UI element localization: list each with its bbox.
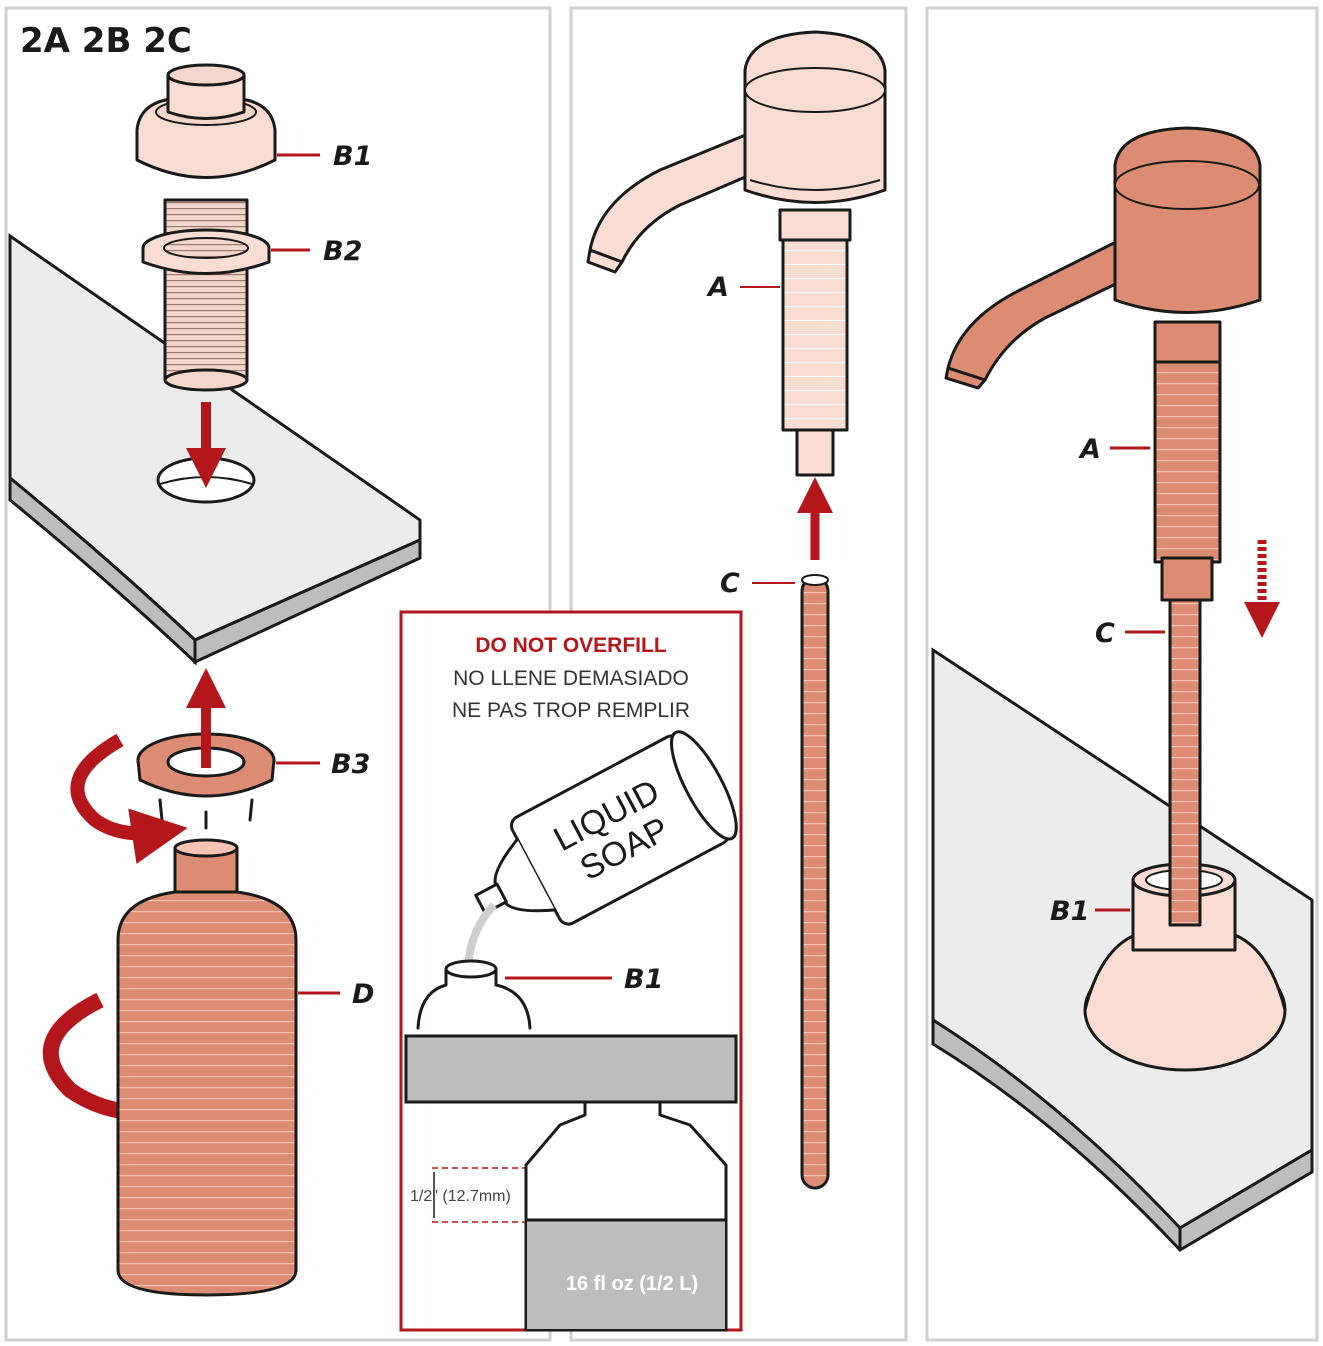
label-c-middle: C bbox=[720, 568, 740, 599]
liquid-soap-bottle: LIQUID SOAP bbox=[474, 730, 738, 926]
countertop-right bbox=[931, 647, 1314, 1252]
soap-fill-level bbox=[527, 1220, 725, 1329]
warning-spanish: NO LLENE DEMASIADO bbox=[453, 667, 689, 690]
warning-french: NE PAS TROP REMPLIR bbox=[452, 699, 690, 722]
dispenser-body-b1 bbox=[135, 63, 277, 392]
rotate-arrow-nut bbox=[70, 733, 188, 864]
label-c-right: C bbox=[1095, 618, 1115, 649]
mounting-nut-b3 bbox=[136, 732, 276, 830]
dip-tube-c-middle bbox=[800, 574, 830, 1190]
pump-head-a-middle bbox=[586, 30, 887, 477]
label-b3: B3 bbox=[331, 749, 370, 780]
label-a-right: A bbox=[1078, 434, 1101, 465]
warning-english: DO NOT OVERFILL bbox=[475, 634, 667, 657]
installed-dispenser bbox=[944, 126, 1287, 1072]
soap-bottle-d bbox=[116, 838, 298, 1297]
label-b1-top: B1 bbox=[333, 141, 372, 172]
label-b1-right: B1 bbox=[1050, 896, 1089, 927]
capacity-label: 16 fl oz (1/2 L) bbox=[566, 1273, 698, 1295]
label-b1-inset-text: B1 bbox=[624, 964, 663, 995]
label-a-middle: A bbox=[706, 272, 729, 303]
overfill-inset: DO NOT OVERFILL NO LLENE DEMASIADO NE PA… bbox=[399, 610, 743, 1332]
label-d: D bbox=[352, 979, 374, 1010]
gap-dimension: 1/2" (12.7mm) bbox=[410, 1188, 511, 1205]
step-title: 2A 2B 2C bbox=[20, 21, 192, 61]
label-b2: B2 bbox=[323, 236, 362, 267]
